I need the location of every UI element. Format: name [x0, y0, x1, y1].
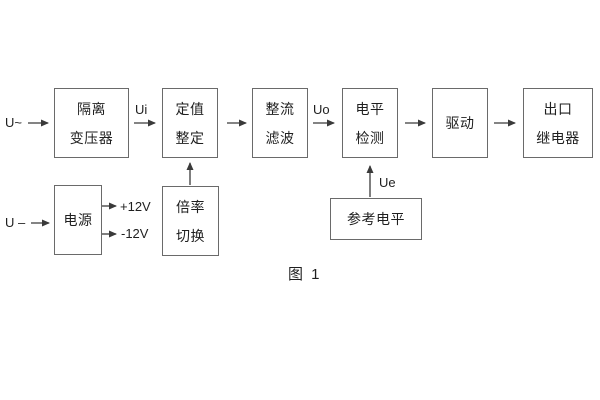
- box-drive: 驱动: [432, 88, 488, 158]
- box-level-detection: 电平 检测: [342, 88, 398, 158]
- box-ratio-switch-line1: 倍率: [176, 199, 205, 215]
- box-output-relay-line2: 继电器: [536, 130, 580, 146]
- box-value-setting-line2: 整定: [175, 130, 205, 146]
- box-reference-level-label: 参考电平: [347, 211, 405, 227]
- box-rectify-filter-line1: 整流: [265, 101, 295, 117]
- box-isolation-transformer: 隔离 变压器: [54, 88, 129, 158]
- box-output-relay-line1: 出口: [543, 101, 573, 117]
- figure-caption: 图 1: [288, 266, 322, 283]
- box-output-relay: 出口 继电器: [523, 88, 593, 158]
- box-power-supply: 电源: [54, 185, 102, 255]
- box-drive-label: 驱动: [445, 115, 475, 131]
- box-value-setting: 定值 整定: [162, 88, 218, 158]
- label-minus-12v: -12V: [121, 226, 149, 241]
- box-rectify-filter: 整流 滤波: [252, 88, 308, 158]
- box-isolation-transformer-line2: 变压器: [69, 130, 114, 146]
- box-power-supply-label: 电源: [63, 212, 93, 228]
- box-reference-level: 参考电平: [330, 198, 422, 240]
- label-plus-12v: +12V: [120, 199, 151, 214]
- box-level-detection-line2: 检测: [355, 130, 385, 146]
- label-ui: Ui: [135, 102, 148, 117]
- box-isolation-transformer-line1: 隔离: [77, 101, 106, 117]
- label-ue: Ue: [379, 175, 396, 190]
- label-dc-input: U –: [5, 215, 26, 230]
- box-rectify-filter-line2: 滤波: [265, 130, 295, 146]
- box-ratio-switch-line2: 切换: [176, 228, 205, 244]
- box-level-detection-line1: 电平: [355, 101, 385, 117]
- box-ratio-switch: 倍率 切换: [162, 186, 219, 256]
- box-value-setting-line1: 定值: [175, 101, 205, 117]
- label-uo: Uo: [313, 102, 330, 117]
- label-ac-input: U~: [5, 115, 22, 130]
